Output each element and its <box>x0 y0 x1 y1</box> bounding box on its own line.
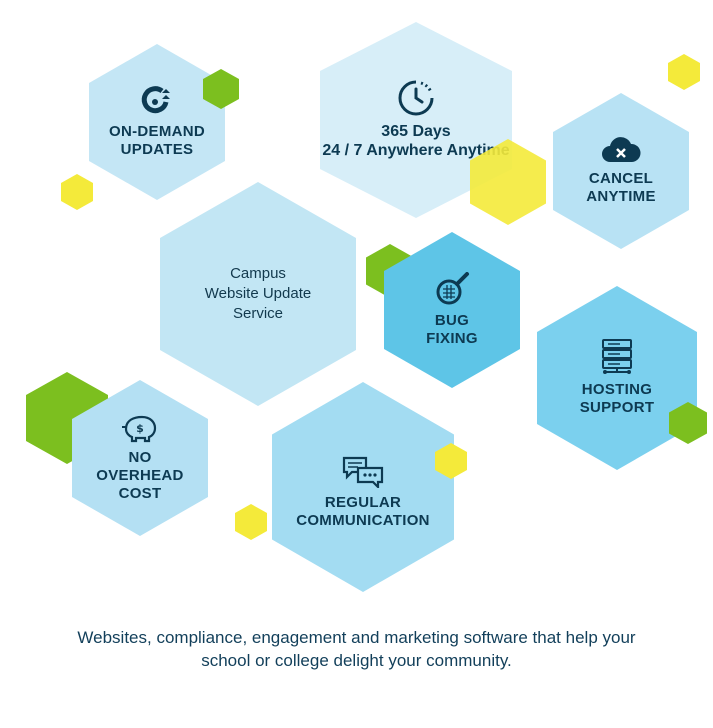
footer-text: Websites, compliance, engagement and mar… <box>40 626 673 672</box>
footer-line2: school or college delight your community… <box>201 651 512 670</box>
campus-service-node: Campus Website Update Service <box>160 182 356 406</box>
days-line2: 24 / 7 Anywhere Anytime <box>322 142 510 159</box>
yellow-accent-hexagon <box>61 174 93 210</box>
bug-fixing-node: BUG FIXING <box>384 232 520 388</box>
cloud-close-icon <box>602 137 641 162</box>
communication-line2: COMMUNICATION <box>296 512 430 529</box>
piggy-bank-icon: $ <box>122 415 157 443</box>
communication-line1: REGULAR <box>324 494 402 511</box>
cancel-line1: CANCEL <box>588 170 654 187</box>
green-accent-hexagon <box>669 402 707 444</box>
campus-line1: Campus <box>230 265 286 282</box>
always-available-node: 365 Days 24 / 7 Anywhere Anytime <box>320 22 512 218</box>
overhead-line2: OVERHEAD <box>96 467 184 484</box>
bug-line2: FIXING <box>426 330 478 347</box>
chat-bubbles-icon <box>342 456 384 488</box>
yellow-accent-hexagon <box>235 504 267 540</box>
server-icon <box>602 339 632 374</box>
yellow-accent-hexagon <box>470 139 546 225</box>
hosting-line2: SUPPORT <box>579 399 655 416</box>
on-demand-line1: ON-DEMAND <box>108 123 206 140</box>
regular-communication-node: REGULAR COMMUNICATION <box>272 382 454 592</box>
on-demand-updates-node: ON-DEMAND UPDATES <box>89 44 225 200</box>
yellow-accent-hexagon <box>435 443 467 479</box>
on-demand-line2: UPDATES <box>120 141 194 158</box>
campus-line3: Service <box>232 305 284 322</box>
hosting-support-node: HOSTING SUPPORT <box>537 286 697 470</box>
campus-line2: Website Update <box>204 285 312 302</box>
footer-line1: Websites, compliance, engagement and mar… <box>77 628 636 647</box>
magnifier-bug-icon <box>436 272 469 305</box>
hosting-line1: HOSTING <box>581 381 653 398</box>
overhead-line1: NO <box>128 449 152 466</box>
svg-text:$: $ <box>136 422 144 435</box>
yellow-accent-hexagon <box>668 54 700 90</box>
clock-icon <box>398 80 434 116</box>
no-overhead-cost-node: $ NO OVERHEAD COST <box>72 380 208 536</box>
overhead-line3: COST <box>118 485 162 502</box>
cancel-line2: ANYTIME <box>586 188 656 205</box>
cancel-anytime-node: CANCEL ANYTIME <box>553 93 689 249</box>
days-line1: 365 Days <box>381 123 451 140</box>
refresh-arrow-icon <box>141 86 170 114</box>
green-accent-hexagon <box>203 69 239 109</box>
bug-line1: BUG <box>434 312 470 329</box>
